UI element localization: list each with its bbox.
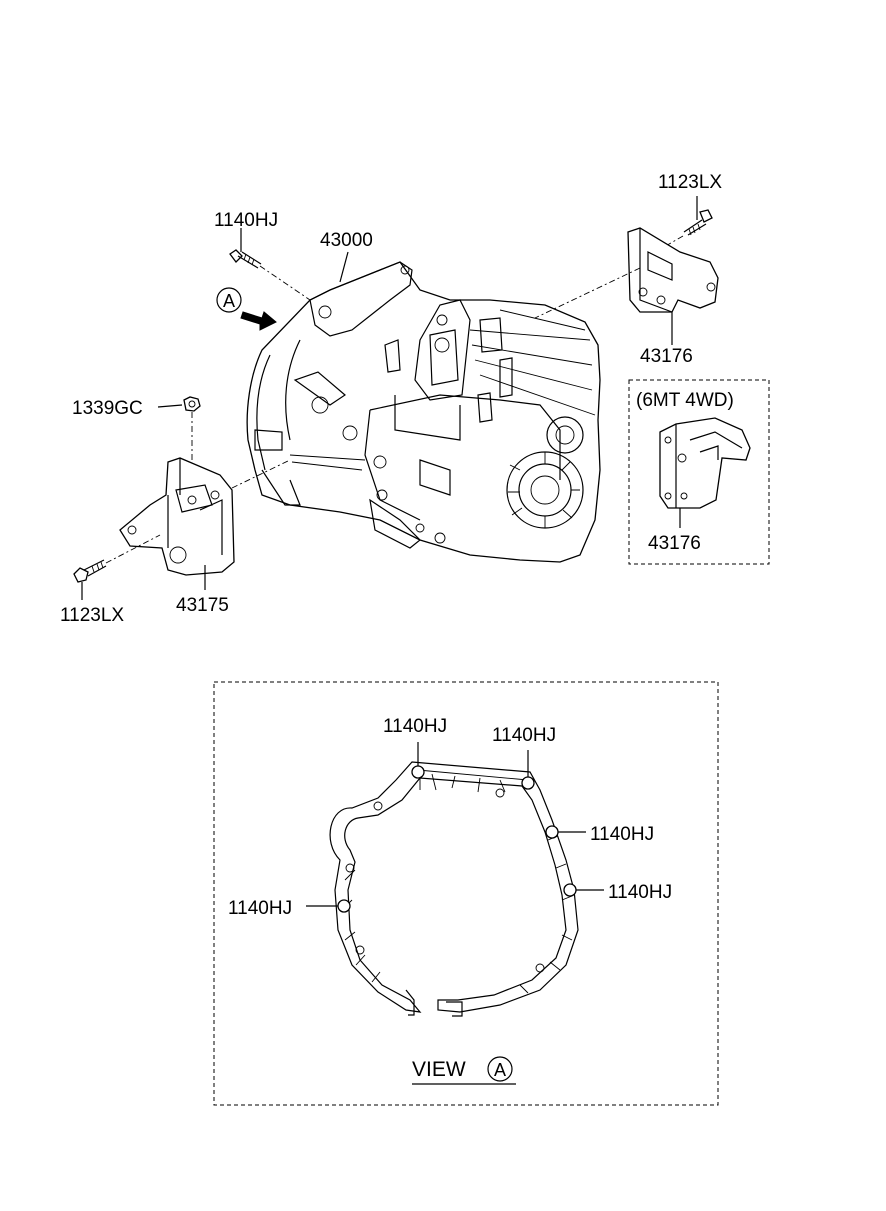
- variant-box-part-label: 43176: [648, 533, 701, 554]
- label-bracket-43176-right: 43176: [640, 346, 693, 367]
- label-bolt-1123lx-top: 1123LX: [658, 172, 722, 193]
- bolt-hole-4: [563, 883, 577, 897]
- label-bolt-1123lx-bottom: 1123LX: [60, 605, 124, 626]
- arrow-icon: [240, 311, 277, 331]
- view-bolt-label-4: 1140HJ: [608, 882, 672, 903]
- bolt-hole-1: [411, 765, 425, 779]
- bolt-hole-3: [545, 825, 559, 839]
- view-a-marker-letter: A: [223, 291, 235, 311]
- view-bolt-label-5: 1140HJ: [228, 898, 292, 919]
- nut-1339gc: [157, 396, 201, 480]
- label-nut-1339gc: 1339GC: [72, 398, 143, 419]
- bolt-hole-5: [337, 899, 351, 913]
- view-bolt-label-3: 1140HJ: [590, 824, 654, 845]
- view-title: VIEW: [412, 1058, 466, 1081]
- bolt-1123lx-bottom: [73, 534, 161, 600]
- label-bolt-1140hj-top: 1140HJ: [214, 210, 278, 231]
- transaxle-assembly: [246, 261, 601, 563]
- label-bracket-43175: 43175: [176, 595, 229, 616]
- view-a-panel: 1140HJ 1140HJ 1140HJ 1140HJ 1140HJ VIEW …: [213, 681, 719, 1106]
- view-bolt-label-1: 1140HJ: [383, 716, 447, 737]
- bolt-hole-2: [521, 776, 535, 790]
- label-transaxle-43000: 43000: [320, 230, 373, 251]
- variant-box-title: (6MT 4WD): [636, 390, 734, 411]
- view-bolt-label-2: 1140HJ: [492, 725, 556, 746]
- bracket-43176-right: [534, 227, 719, 345]
- bracket-43175-left: [119, 457, 291, 590]
- view-a-direction-marker: A: [216, 287, 277, 331]
- bell-housing-flange: [329, 761, 579, 1017]
- bolt-1140hj-top: [229, 228, 311, 301]
- variant-box-6mt-4wd: (6MT 4WD) 43176: [628, 379, 770, 565]
- view-title-marker: A: [494, 1060, 506, 1080]
